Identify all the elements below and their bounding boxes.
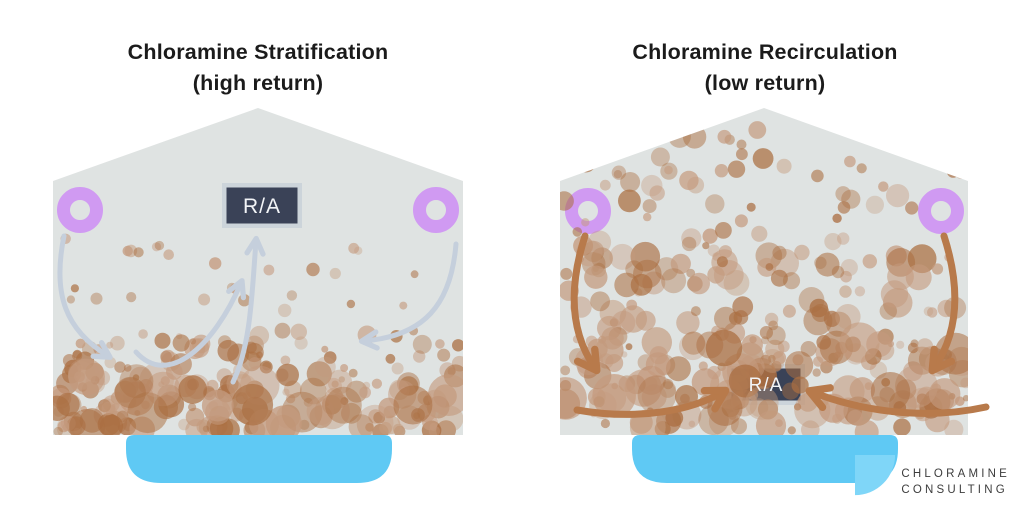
airflow-arrows-right — [570, 232, 990, 418]
supply-vent-icon — [413, 187, 459, 233]
airflow-arrow — [230, 235, 266, 385]
supply-vent-icon — [57, 187, 103, 233]
logo-mark-icon — [855, 455, 896, 496]
airflow-arrow — [57, 233, 113, 360]
brand-logo: CHLORAMINE CONSULTING — [855, 454, 1010, 498]
airflow-arrow — [133, 278, 247, 368]
airflow-arrow — [570, 232, 601, 375]
return-air-face — [226, 187, 298, 224]
panel-title-recirculation: Chloramine Recirculation (low return) — [512, 37, 1018, 99]
panel-title-stratification: Chloramine Stratification (high return) — [0, 37, 516, 99]
particle-cloud-left — [53, 233, 463, 435]
airflow-arrow — [573, 386, 730, 418]
return-air-label-right: R/A — [749, 375, 784, 396]
return-air-unit-left: R/A — [222, 183, 302, 228]
supply-vent-icon — [918, 188, 964, 234]
panel-subtitle-line: (low return) — [704, 71, 826, 95]
pool-water-left — [126, 435, 392, 483]
panel-title-line: Chloramine Stratification — [127, 40, 389, 64]
pool-water-right — [632, 435, 898, 483]
logo-wordmark: CHLORAMINE CONSULTING — [901, 466, 1010, 498]
panel-recirculation: R/A — [560, 108, 990, 483]
airflow-arrow — [805, 384, 990, 417]
panel-stratification: R/A — [53, 108, 463, 483]
logo-wave-shape — [855, 455, 896, 496]
particle-cloud-right — [560, 118, 968, 435]
airflow-arrow — [928, 232, 959, 375]
supply-vent-icon — [565, 188, 611, 234]
logo-line1: CHLORAMINE — [901, 468, 1010, 480]
enclosure-left — [53, 108, 463, 435]
return-air-label-left: R/A — [243, 195, 281, 218]
logo-line2: CONSULTING — [901, 484, 1008, 496]
airflow-arrow — [358, 241, 459, 351]
airflow-arrows-left — [57, 233, 459, 385]
panel-subtitle-line: (high return) — [192, 71, 324, 95]
panel-title-line: Chloramine Recirculation — [632, 40, 898, 64]
